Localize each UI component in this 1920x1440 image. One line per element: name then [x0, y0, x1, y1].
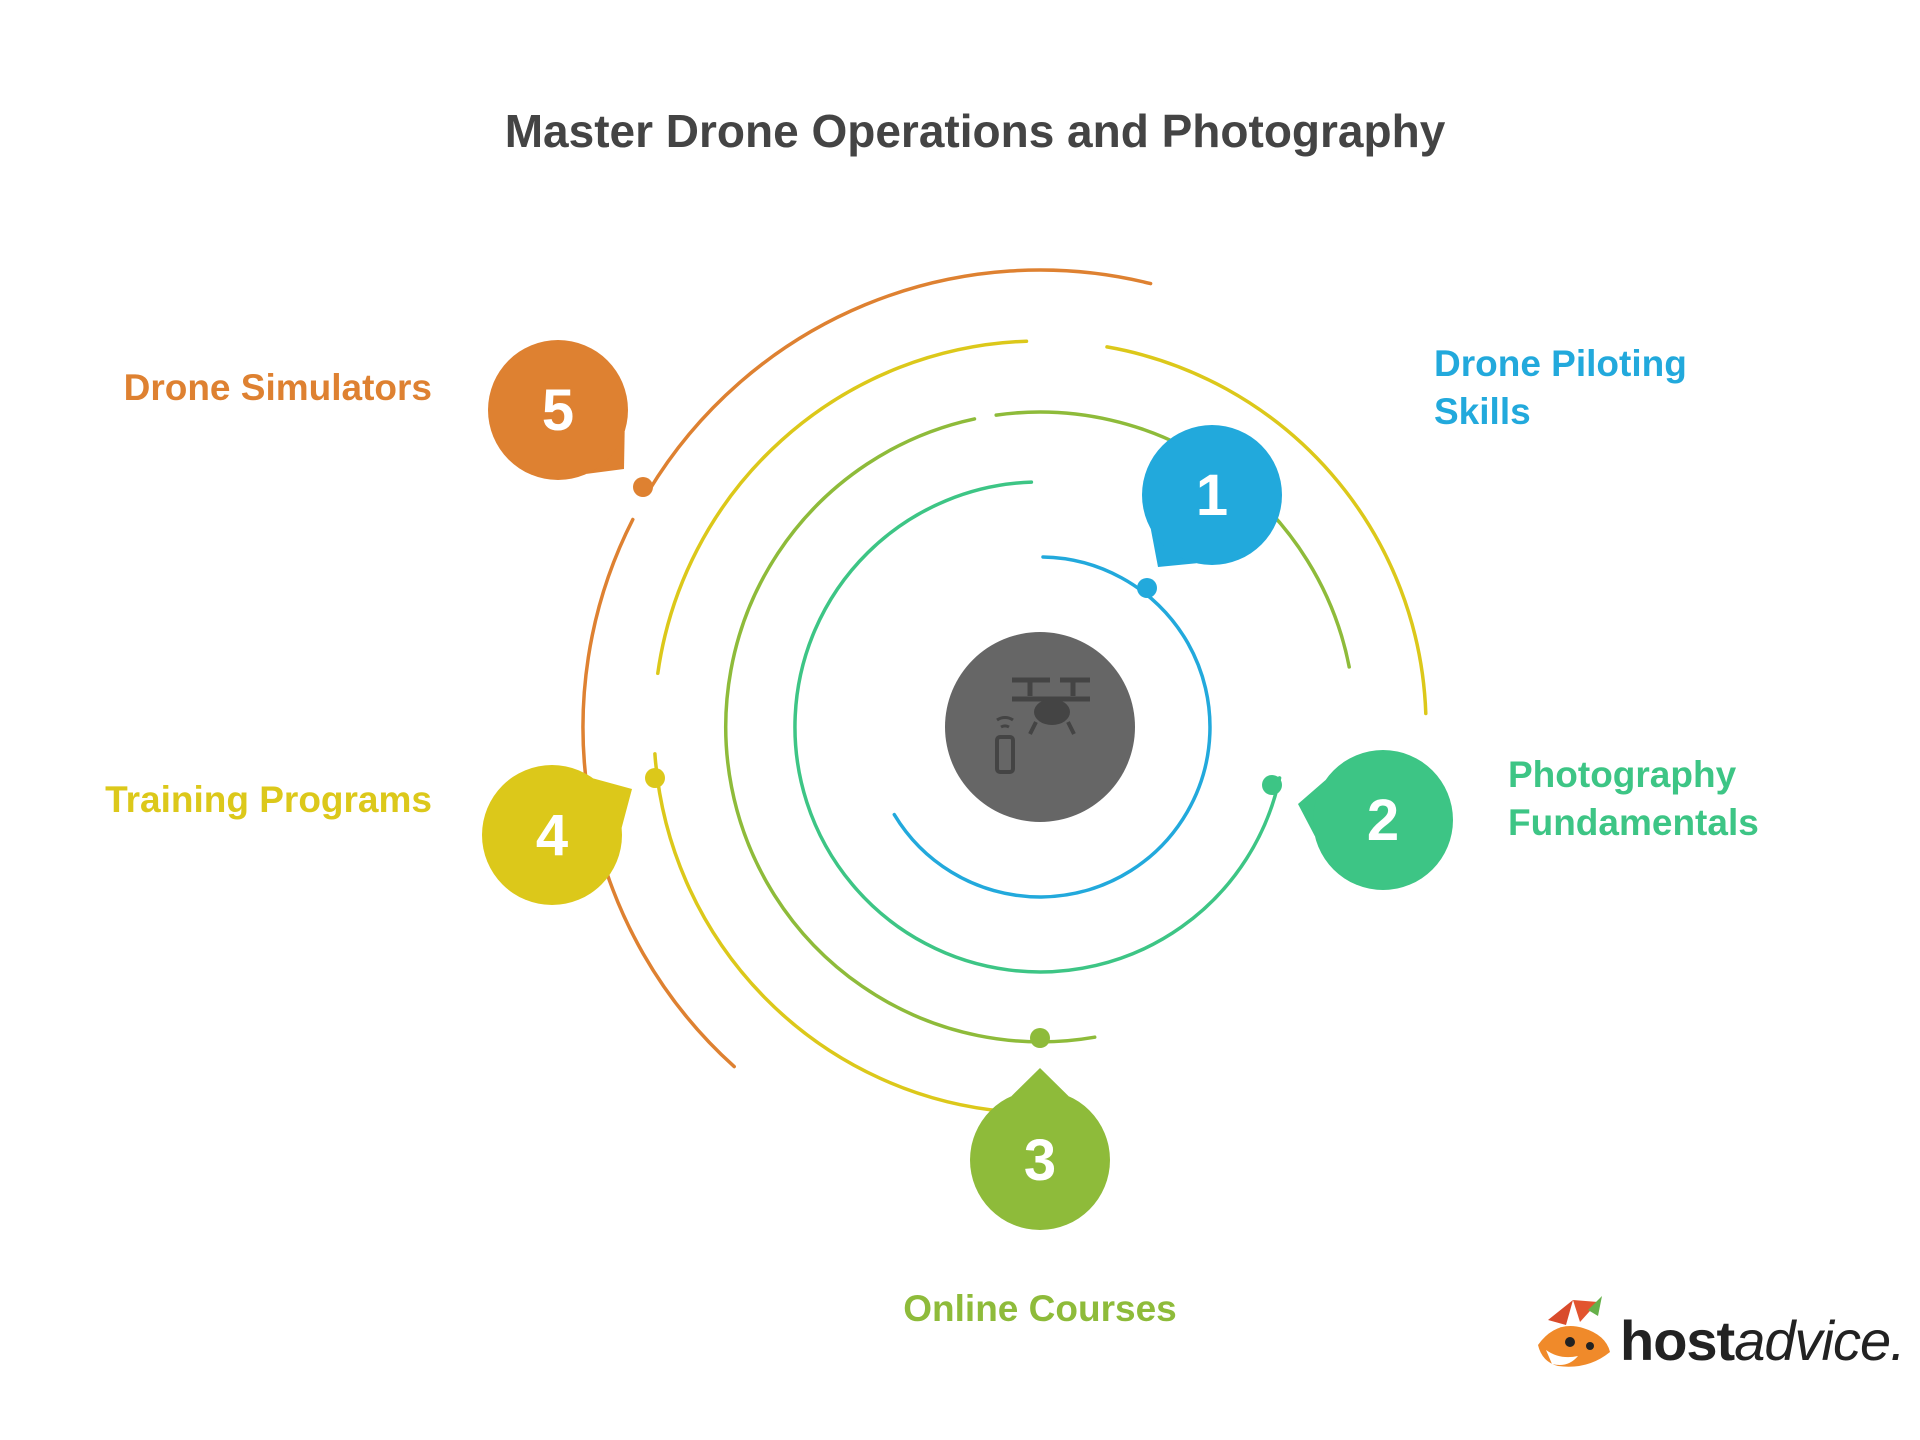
- bubble-pointer: [1011, 1068, 1069, 1097]
- step-3-label-line: Online Courses: [903, 1288, 1177, 1329]
- step-2-bubble: 2: [1298, 750, 1453, 890]
- brand-wordmark: hostadvice.: [1620, 1308, 1906, 1373]
- orbit-arc-4: [653, 752, 1009, 1114]
- orbit-arc-5: [646, 268, 1153, 494]
- orbit-dot-1: [1137, 578, 1157, 598]
- orbit-dot-4: [645, 768, 665, 788]
- orbit-dot-5: [633, 477, 653, 497]
- step-bubbles: 1 2 3 4 5: [482, 340, 1453, 1230]
- bubble-circle: [1313, 750, 1453, 890]
- brand-logo: hostadvice.: [1520, 1290, 1906, 1380]
- step-number: 5: [542, 378, 574, 443]
- step-number: 2: [1367, 788, 1399, 853]
- step-number: 3: [1024, 1128, 1056, 1193]
- brand-light-text: advice.: [1734, 1309, 1905, 1372]
- step-4-bubble: 4: [482, 765, 632, 905]
- step-1-label-line: Drone Piloting: [1434, 343, 1687, 384]
- step-2-label-line: Photography: [1508, 754, 1737, 795]
- step-number: 1: [1196, 463, 1228, 528]
- center-circle: [945, 632, 1135, 822]
- step-5-bubble: 5: [488, 340, 628, 480]
- step-2-label-line: Fundamentals: [1508, 802, 1759, 843]
- orbit-dot-3: [1030, 1028, 1050, 1048]
- step-1-label-line: Skills: [1434, 391, 1531, 432]
- bubble-circle: [482, 765, 622, 905]
- step-5-label: Drone Simulators: [40, 364, 432, 412]
- step-4-label: Training Programs: [40, 776, 432, 824]
- step-1-bubble: 1: [1142, 425, 1282, 567]
- step-number: 4: [536, 803, 568, 868]
- drone-remote-icon: [995, 677, 1090, 774]
- step-3-label: Online Courses: [840, 1285, 1240, 1333]
- orbit-arc-2: [793, 480, 1282, 974]
- orbit-dots: [633, 477, 1282, 1048]
- orbit-arc-4: [656, 339, 1029, 676]
- bubble-circle: [970, 1090, 1110, 1230]
- step-1-label: Drone Piloting Skills: [1434, 340, 1754, 436]
- step-2-label: Photography Fundamentals: [1508, 751, 1828, 847]
- page-title: Master Drone Operations and Photography: [504, 105, 1446, 157]
- orbit-dot-2: [1262, 775, 1282, 795]
- fox-mascot-logo: [1538, 1296, 1610, 1367]
- orbit-arcs: [581, 268, 1428, 1114]
- center-hub: [945, 632, 1135, 822]
- step-3-bubble: 3: [970, 1068, 1110, 1230]
- orbit-arc-3: [724, 417, 1097, 1044]
- step-5-label-line: Drone Simulators: [123, 367, 432, 408]
- brand-bold-text: host: [1620, 1309, 1735, 1372]
- bubble-circle: [488, 340, 628, 480]
- orbit-arc-4: [1105, 345, 1428, 716]
- bubble-circle: [1142, 425, 1282, 565]
- step-4-label-line: Training Programs: [105, 779, 432, 820]
